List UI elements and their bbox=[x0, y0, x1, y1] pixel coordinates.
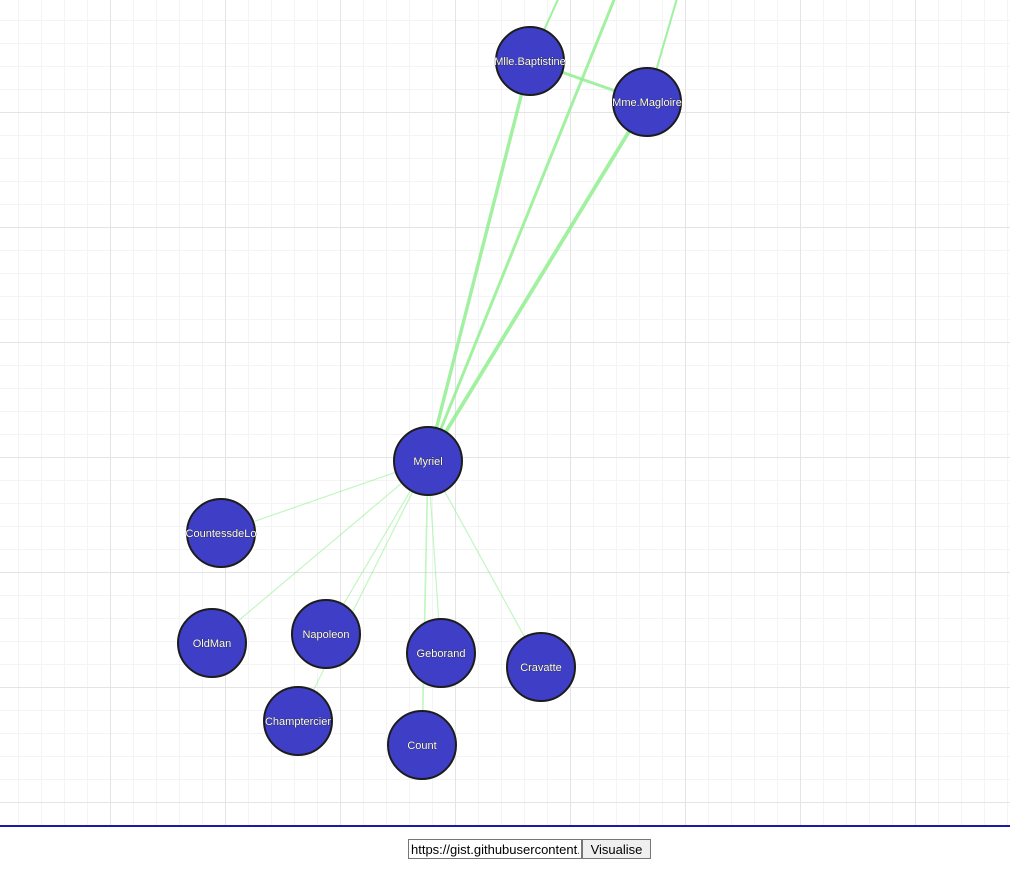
visualise-button[interactable]: Visualise bbox=[582, 839, 651, 859]
node-label: Mme.Magloire bbox=[612, 97, 682, 109]
edge-Myriel-Mlle.Baptistine bbox=[426, 59, 532, 463]
node-Napoleon[interactable]: Napoleon bbox=[291, 599, 361, 669]
node-label: Cravatte bbox=[520, 662, 562, 674]
node-circle[interactable] bbox=[263, 686, 333, 756]
node-circle[interactable] bbox=[406, 618, 476, 688]
url-input[interactable] bbox=[408, 839, 582, 859]
node-circle[interactable] bbox=[393, 426, 463, 496]
node-Champtercier[interactable]: Champtercier bbox=[263, 686, 333, 756]
node-label: Mlle.Baptistine bbox=[494, 56, 566, 68]
node-circle[interactable] bbox=[177, 608, 247, 678]
node-Mme.Magloire[interactable]: Mme.Magloire bbox=[612, 67, 682, 137]
edge-Myriel-Mme.Magloire bbox=[426, 100, 649, 463]
node-label: Napoleon bbox=[302, 629, 349, 641]
edge-Myriel-OldMan bbox=[211, 460, 429, 644]
node-Mlle.Baptistine[interactable]: Mlle.Baptistine bbox=[494, 26, 566, 96]
node-label: Count bbox=[407, 740, 436, 752]
node-circle[interactable] bbox=[495, 26, 565, 96]
node-label: Champtercier bbox=[265, 716, 331, 728]
node-OldMan[interactable]: OldMan bbox=[177, 608, 247, 678]
edge-Myriel-Champtercier bbox=[297, 460, 429, 722]
node-Geborand[interactable]: Geborand bbox=[406, 618, 476, 688]
network-graph[interactable]: Mlle.BaptistineMme.MagloireMyrielCountes… bbox=[0, 0, 1010, 825]
node-circle[interactable] bbox=[506, 632, 576, 702]
node-circle[interactable] bbox=[291, 599, 361, 669]
edge-Myriel-CountessdeLo bbox=[220, 460, 429, 534]
edge-Myriel-Cravatte bbox=[427, 460, 542, 668]
node-Count[interactable]: Count bbox=[387, 710, 457, 780]
node-circle[interactable] bbox=[387, 710, 457, 780]
node-Myriel[interactable]: Myriel bbox=[393, 426, 463, 496]
node-circle[interactable] bbox=[186, 498, 256, 568]
control-bar: Visualise bbox=[0, 825, 1010, 885]
node-CountessdeLo[interactable]: CountessdeLo bbox=[185, 498, 257, 568]
node-label: OldMan bbox=[193, 638, 232, 650]
edge-Myriel-Count bbox=[421, 460, 429, 746]
node-layer[interactable]: Mlle.BaptistineMme.MagloireMyrielCountes… bbox=[177, 26, 682, 780]
node-Cravatte[interactable]: Cravatte bbox=[506, 632, 576, 702]
node-label: CountessdeLo bbox=[186, 528, 257, 540]
node-label: Myriel bbox=[413, 456, 442, 468]
node-label: Geborand bbox=[417, 648, 466, 660]
edge-Myriel-offscreen-a bbox=[426, 0, 616, 463]
node-circle[interactable] bbox=[612, 67, 682, 137]
